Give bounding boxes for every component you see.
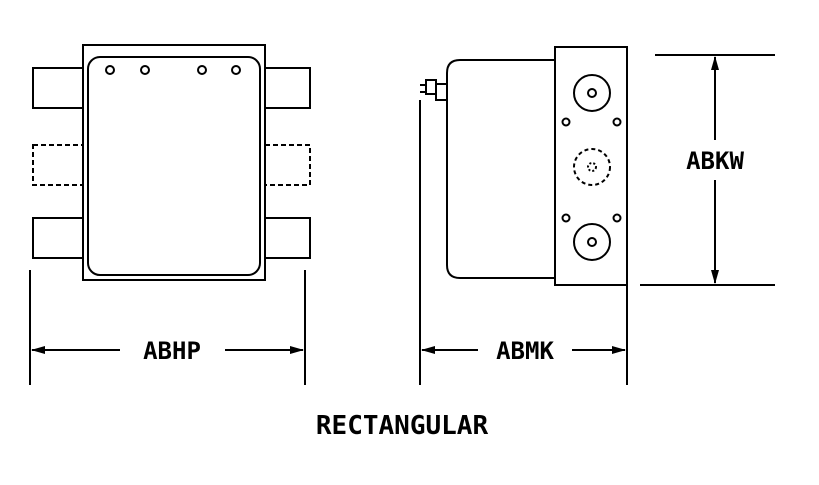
front-housing (82, 44, 266, 281)
connector-tip (425, 79, 437, 95)
bottom-right-tab (264, 217, 311, 259)
side-plate (554, 46, 628, 286)
hidden-right-tab (264, 144, 311, 186)
port (573, 223, 611, 261)
depth-label: ABMK (496, 337, 554, 365)
mount-hole (105, 65, 115, 75)
front-view (32, 44, 311, 281)
side-view (420, 46, 628, 286)
height-label: ABKW (686, 147, 744, 175)
top-left-tab (32, 67, 84, 109)
mount-hole (140, 65, 150, 75)
mount-hole (231, 65, 241, 75)
bottom-left-tab (32, 217, 84, 259)
mount-hole (197, 65, 207, 75)
dimension-lines (29, 54, 775, 385)
top-right-tab (264, 67, 311, 109)
port (573, 74, 611, 112)
side-body (446, 59, 555, 279)
width-label: ABHP (143, 337, 201, 365)
hidden-left-tab (32, 144, 84, 186)
caption: RECTANGULAR (316, 411, 489, 441)
hidden-port (573, 148, 611, 186)
front-cover (87, 56, 261, 276)
connector (435, 83, 448, 101)
